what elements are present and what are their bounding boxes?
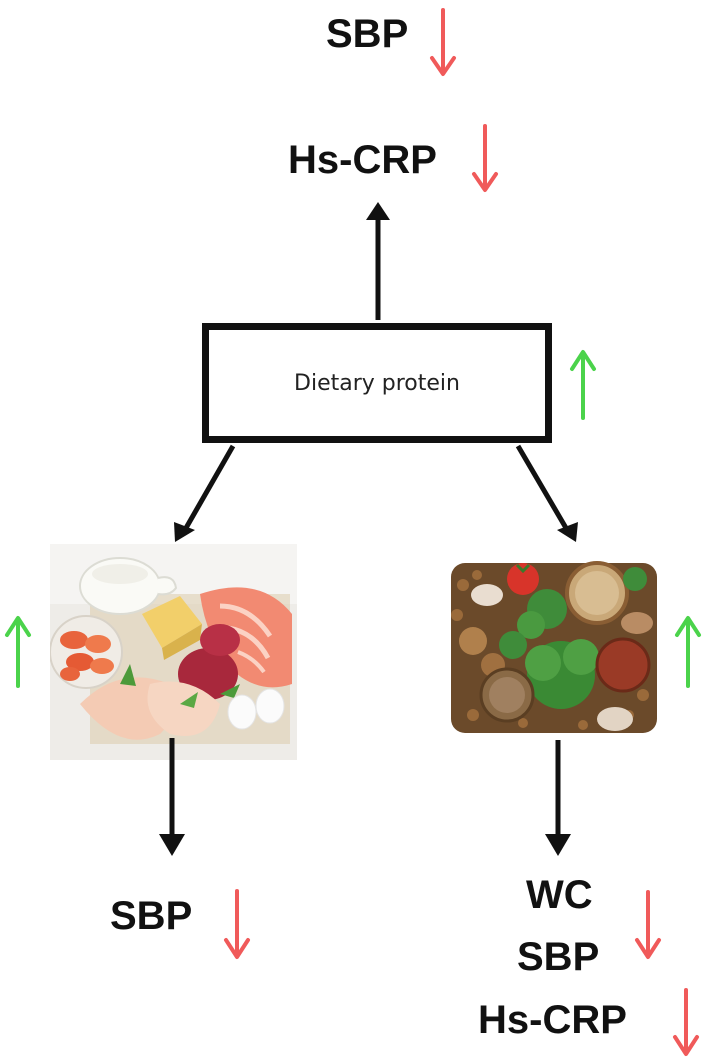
dietary-protein-box: Dietary protein <box>202 323 552 443</box>
arrow-down-icon <box>224 889 250 959</box>
arrow-up-icon <box>570 350 596 420</box>
top-hscrp-label: Hs-CRP <box>288 138 437 182</box>
connector-left-arrow <box>183 444 236 530</box>
right-sbp-label: SBP <box>517 935 600 979</box>
animal-protein-foods-image <box>50 544 297 760</box>
plant-protein-foods-image <box>443 545 663 739</box>
dietary-protein-label: Dietary protein <box>294 370 460 396</box>
arrow-up-icon <box>5 616 31 688</box>
top-sbp-label: SBP <box>326 12 409 56</box>
right-hscrp-label: Hs-CRP <box>478 998 627 1042</box>
arrow-down-icon <box>472 124 498 192</box>
connector-right-arrow <box>515 444 569 530</box>
arrow-down-icon <box>430 8 456 76</box>
left-sbp-label: SBP <box>110 894 193 938</box>
right-wc-label: WC <box>526 873 593 917</box>
arrow-down-icon <box>673 988 699 1056</box>
arrow-up-icon <box>675 616 701 688</box>
arrow-down-icon <box>635 890 661 959</box>
